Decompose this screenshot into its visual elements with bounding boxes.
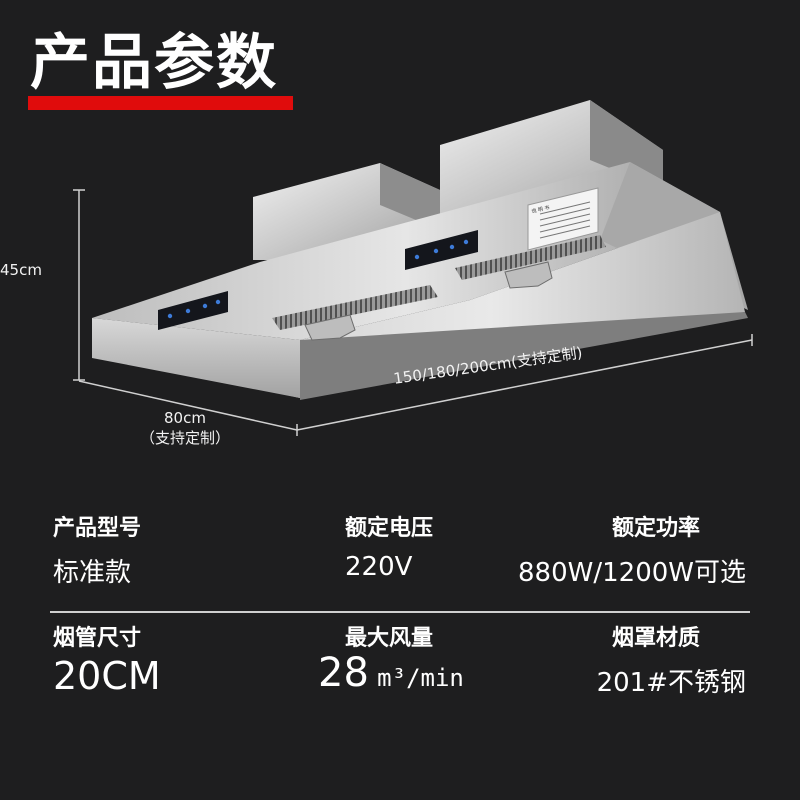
spec-label-material: 烟罩材质 bbox=[612, 626, 701, 651]
canopy-front-right bbox=[300, 312, 748, 400]
control-panel-left bbox=[158, 291, 228, 330]
spec-label-airflow: 最大风量 bbox=[345, 626, 434, 651]
spec-value-model: 标准款 bbox=[53, 558, 132, 588]
page-title: 产品参数 bbox=[30, 28, 278, 98]
spec-label-model: 产品型号 bbox=[53, 516, 142, 541]
spec-label-power: 额定功率 bbox=[612, 516, 701, 541]
spec-value-voltage: 220V bbox=[345, 552, 413, 582]
airflow-number: 28 bbox=[318, 650, 369, 696]
spec-row-1: 产品型号 标准款 额定电压 220V 额定功率 880W/1200W可选 bbox=[0, 510, 800, 613]
product-info-label: 说 明 书 bbox=[527, 187, 599, 251]
fan-cup-left bbox=[304, 314, 356, 341]
control-panel-right bbox=[405, 230, 478, 270]
spec-value-power: 880W/1200W可选 bbox=[518, 558, 746, 588]
canopy-front bbox=[92, 318, 300, 398]
depth-dimension-label: 80cm （支持定制） bbox=[120, 408, 250, 448]
fan-cup-right bbox=[504, 261, 553, 289]
airflow-unit: m³/min bbox=[377, 664, 464, 692]
depth-note: （支持定制） bbox=[139, 429, 230, 447]
grille-left bbox=[272, 285, 438, 330]
depth-value: 80cm bbox=[164, 409, 206, 427]
spec-value-duct-size: 20CM bbox=[53, 654, 161, 698]
spec-row-2: 烟管尺寸 20CM 最大风量 28 m³/min 烟罩材质 201#不锈钢 bbox=[0, 620, 800, 710]
spec-divider bbox=[50, 611, 750, 613]
spec-value-material: 201#不锈钢 bbox=[596, 668, 746, 698]
spec-label-duct-size: 烟管尺寸 bbox=[53, 626, 142, 651]
spec-label-voltage: 额定电压 bbox=[345, 516, 434, 541]
spec-value-airflow: 28 m³/min bbox=[318, 650, 464, 696]
dimension-lines bbox=[73, 189, 753, 436]
title-underline-bar bbox=[28, 96, 293, 110]
height-dimension-label: 45cm bbox=[0, 261, 42, 279]
grille-right bbox=[455, 235, 606, 280]
range-hood-image: 说 明 书 bbox=[73, 100, 753, 436]
product-info-label-text: 说 明 书 bbox=[531, 204, 550, 215]
